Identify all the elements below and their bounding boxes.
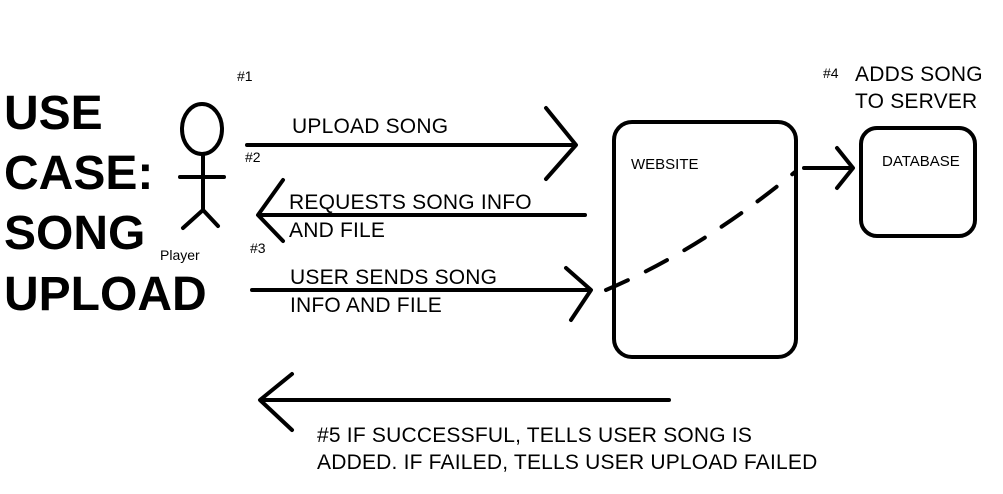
title-line-3: SONG xyxy=(4,207,146,260)
step-4-label: #4 xyxy=(823,65,839,81)
arrow-upload-song xyxy=(245,106,578,181)
message-adds-line-1: ADDS SONG xyxy=(855,63,983,86)
message-upload-song: UPLOAD SONG xyxy=(292,115,449,138)
title-line-1: USE xyxy=(4,87,103,140)
database-box xyxy=(859,126,977,238)
actor-left-leg xyxy=(181,208,205,230)
website-dashed-link xyxy=(604,170,797,292)
step-3-label: #3 xyxy=(250,240,266,256)
title-line-2: CASE: xyxy=(4,147,154,200)
actor-stick-figure xyxy=(178,102,226,230)
message-adds-line-2: TO SERVER xyxy=(855,90,978,113)
step-2-label: #2 xyxy=(245,149,261,165)
website-box-label: WEBSITE xyxy=(631,156,699,173)
message-send-line-1: USER SENDS SONG xyxy=(290,266,498,289)
message-result-line-1: #5 IF SUCCESSFUL, TELLS USER SONG IS xyxy=(317,424,753,447)
arrow-to-database xyxy=(802,146,855,190)
actor-right-leg xyxy=(201,208,220,228)
title-line-4: UPLOAD xyxy=(4,268,207,321)
arrow-request-info xyxy=(256,178,587,243)
actor-label: Player xyxy=(160,247,200,263)
database-box-label: DATABASE xyxy=(882,153,960,170)
actor-head xyxy=(180,102,224,156)
message-send-line-2: INFO AND FILE xyxy=(290,294,442,317)
message-request-line-1: REQUESTS SONG INFO xyxy=(289,191,532,214)
step-1-label: #1 xyxy=(237,68,253,84)
message-request-line-2: AND FILE xyxy=(289,219,386,242)
arrow-result xyxy=(258,372,671,432)
website-box xyxy=(612,120,798,359)
arrow-send-info xyxy=(250,266,593,322)
message-result-line-2: ADDED. IF FAILED, TELLS USER UPLOAD FAIL… xyxy=(317,451,818,474)
